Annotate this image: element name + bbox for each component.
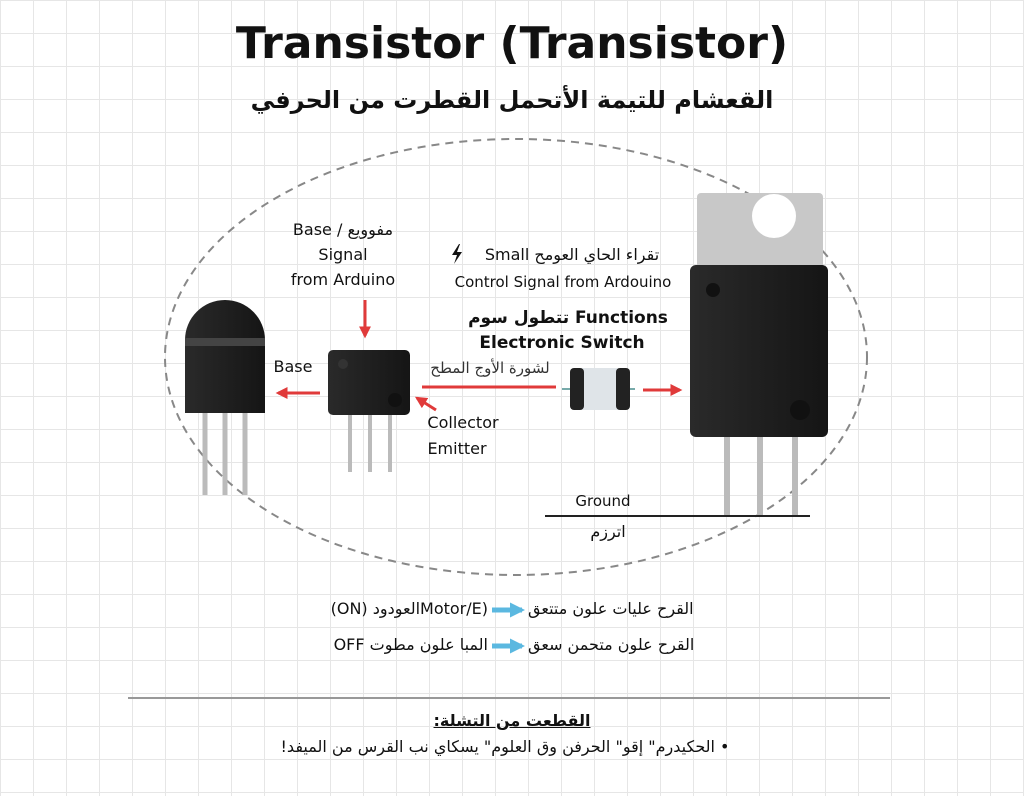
base-top-label: Base / مفوويع (292, 220, 394, 239)
collector-label: Collector (427, 413, 499, 432)
middle-transistor (328, 350, 410, 472)
ground-label: Ground (575, 492, 631, 510)
ground-arabic-label: اترزم (590, 522, 626, 541)
switch-component (562, 368, 635, 410)
to220-transistor (690, 193, 828, 515)
base-left-label: Base (273, 357, 313, 376)
notes-bullet-text: الحكيدرم" إقو" الحرفن وق العلوم" يسكاي ن… (280, 737, 715, 756)
notes-bullet: • الحكيدرم" إقو" الحرفن وق العلوم" يسكاي… (280, 737, 730, 756)
page-subtitle: القعشام للتيمة الأتحمل القطرت من الحرفي (250, 86, 774, 114)
notes-heading: القطعت من التشلة: (433, 711, 591, 730)
switch-arabic-label: لشورة الأوج المطح (430, 359, 550, 377)
from-arduino-label: from Arduino (290, 270, 396, 289)
small-signal-label: تقراء الحاي العومح Small (484, 245, 660, 264)
electronic-switch-label: Electronic Switch (479, 333, 645, 353)
page-title: Transistor (Transistor) (235, 18, 789, 69)
off-state-left: المبا علون مطوت OFF (333, 635, 488, 654)
lightning-icon (452, 244, 462, 264)
collector-arrow (414, 396, 437, 412)
control-signal-label: Control Signal from Ardouino (454, 273, 672, 291)
on-state-right: القرح عليات علون متتعق (528, 599, 694, 618)
signal-label: Signal (318, 245, 368, 264)
emitter-label: Emitter (427, 439, 487, 458)
dashed-boundary (164, 138, 868, 576)
functions-label: تتطول سوم Functions (468, 308, 668, 328)
off-state-right: القرح علون متحمن سعق (528, 635, 695, 654)
to92-transistor (185, 300, 265, 495)
on-state-left: (Motor/Eالعودود (ON) (330, 599, 488, 618)
